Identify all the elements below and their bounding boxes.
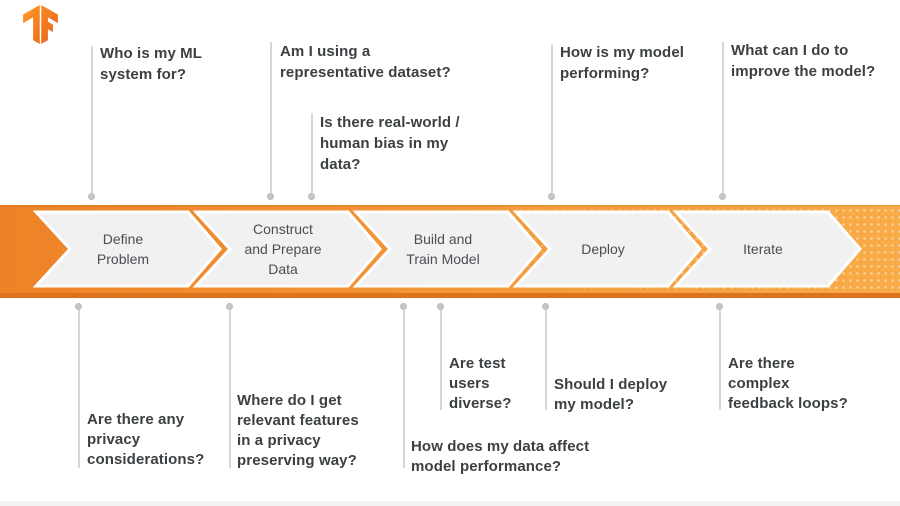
stage-label-construct-and-prepare-data: Construct and Prepare Data xyxy=(244,221,322,277)
connector-dot-bottom-3 xyxy=(400,303,407,310)
question-top-4: How is my model performing? xyxy=(560,44,685,82)
connector-line-bottom-5 xyxy=(545,310,547,410)
question-bottom-2: Where do I get relevant features in a pr… xyxy=(237,392,359,469)
connector-line-bottom-4 xyxy=(440,310,442,410)
question-top-5: What can I do to improve the model? xyxy=(731,42,876,80)
process-band: Define Problem Construct and Prepare Dat… xyxy=(0,205,900,298)
stage-label-deploy: Deploy xyxy=(581,241,625,257)
stage-chevrons xyxy=(32,210,862,288)
chevron-iterate xyxy=(672,210,862,288)
chevron-deploy xyxy=(512,210,702,288)
question-top-2: Am I using a representative dataset? xyxy=(280,43,451,81)
chevron-construct-and-prepare-data xyxy=(192,210,382,288)
connector-line-bottom-1 xyxy=(78,310,80,468)
connector-line-bottom-2 xyxy=(229,310,231,468)
connector-line-top-1 xyxy=(91,46,93,193)
question-top-1: Who is my ML system for? xyxy=(100,45,203,83)
connector-dot-bottom-4 xyxy=(437,303,444,310)
connector-dot-bottom-1 xyxy=(75,303,82,310)
bottom-divider xyxy=(0,501,900,506)
chevron-define-problem xyxy=(32,210,222,288)
connector-line-bottom-3 xyxy=(403,310,405,468)
question-bottom-3: How does my data affect model performanc… xyxy=(411,438,590,475)
question-bottom-5: Should I deploy my model? xyxy=(554,376,668,413)
stage-label-iterate: Iterate xyxy=(743,241,783,257)
connector-line-top-5 xyxy=(722,42,724,193)
connector-dot-bottom-2 xyxy=(226,303,233,310)
question-bottom-6: Are there complex feedback loops? xyxy=(728,355,848,412)
connector-dot-top-1 xyxy=(88,193,95,200)
question-top-3: Is there real-world / human bias in my d… xyxy=(320,114,460,173)
chevron-build-and-train-model xyxy=(352,210,542,288)
question-bottom-4: Are test users diverse? xyxy=(449,355,512,412)
stage-label-build-and-train-model: Build and Train Model xyxy=(406,231,480,267)
connector-dot-bottom-5 xyxy=(542,303,549,310)
connector-dot-top-3 xyxy=(308,193,315,200)
connector-dot-top-2 xyxy=(267,193,274,200)
connector-dot-top-5 xyxy=(719,193,726,200)
connector-dot-bottom-6 xyxy=(716,303,723,310)
connector-line-top-2 xyxy=(270,42,272,193)
connector-line-top-4 xyxy=(551,44,553,193)
tensorflow-logo xyxy=(23,5,58,44)
connector-line-top-3 xyxy=(311,113,313,193)
connector-dot-top-4 xyxy=(548,193,555,200)
question-bottom-1: Are there any privacy considerations? xyxy=(87,411,205,468)
stage-label-define-problem: Define Problem xyxy=(96,231,150,267)
connector-line-bottom-6 xyxy=(719,310,721,410)
